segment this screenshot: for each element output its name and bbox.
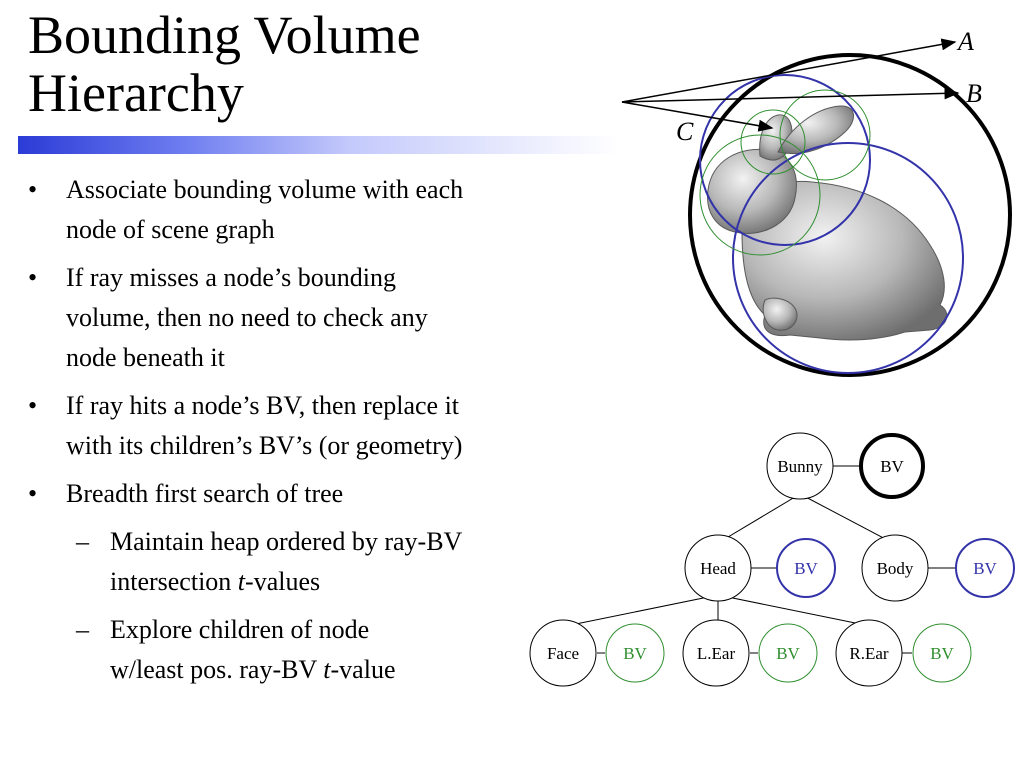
bullet-item: • If ray hits a node’s BV, then replace … <box>28 386 608 466</box>
bullet-glyph: • <box>28 479 38 508</box>
tree-bv-body-label: BV <box>973 559 997 578</box>
tree-bv-left-ear <box>758 623 818 683</box>
bullet-text: -values <box>245 567 321 596</box>
tree-edge <box>565 594 719 627</box>
bullet-line: Explore children of node <box>110 615 370 644</box>
tree-node-bunny <box>766 432 834 500</box>
tree-edge <box>717 594 871 627</box>
bullet-list: • Associate bounding volume with each no… <box>28 170 608 698</box>
bullet-line: Breadth first search of tree <box>66 479 344 508</box>
tree-node-right-ear <box>835 619 903 687</box>
right-ear-bounding-sphere <box>779 89 871 181</box>
bunny-body-shape <box>741 180 948 341</box>
tree-node-head <box>684 534 752 602</box>
tree-bv-head-label: BV <box>794 559 818 578</box>
tree-bv-root-label: BV <box>880 457 904 476</box>
tree-bv-face-label: BV <box>623 644 647 663</box>
tree-node-right-ear-label: R.Ear <box>849 644 889 663</box>
bullet-line: w/least pos. ray-BV t-value <box>110 650 608 690</box>
slide-title-line2: Hierarchy <box>28 63 244 123</box>
tree-bv-root <box>859 433 925 499</box>
tree-bv-right-ear <box>912 623 972 683</box>
bullet-line: If ray hits a node’s BV, then replace it <box>66 391 460 420</box>
body-bounding-sphere <box>732 142 964 374</box>
bvh-tree: Bunny BV Head BV Body BV Face BV L.Ear B… <box>529 432 1015 687</box>
tree-node-head-label: Head <box>700 559 736 578</box>
bullet-text: w/least pos. ray-BV <box>110 655 324 684</box>
tree-edge <box>717 493 801 544</box>
ray-label-a: A <box>956 27 974 56</box>
bullet-line: Maintain heap ordered by ray-BV <box>110 527 463 556</box>
tree-bv-head <box>776 538 836 598</box>
left-ear-bounding-sphere <box>740 109 806 175</box>
face-bounding-sphere <box>699 134 821 256</box>
ray-label-c: C <box>676 117 694 146</box>
bullet-line: Associate bounding volume with each <box>66 175 464 204</box>
tree-bv-left-ear-label: BV <box>776 644 800 663</box>
tree-bv-face <box>605 623 665 683</box>
bullet-line: volume, then no need to check any <box>66 303 428 332</box>
bullet-glyph: • <box>28 391 38 420</box>
sub-bullet-item: – Maintain heap ordered by ray-BV inters… <box>28 522 608 602</box>
ray-label-b: B <box>966 79 982 108</box>
slide-title-line1: Bounding Volume <box>28 5 421 65</box>
tree-node-body <box>861 534 929 602</box>
bullet-line: If ray misses a node’s bounding <box>66 263 397 292</box>
ray-c <box>621 101 774 132</box>
ray-a <box>621 38 957 103</box>
bunny-image <box>707 105 948 341</box>
tree-node-face <box>529 619 597 687</box>
bullet-text: -value <box>330 655 396 684</box>
t-variable: t <box>237 567 246 596</box>
tree-node-body-label: Body <box>877 559 914 578</box>
tree-bv-right-ear-label: BV <box>930 644 954 663</box>
bullet-item: • If ray misses a node’s bounding volume… <box>28 258 608 378</box>
ray-b <box>621 87 960 103</box>
slide-title: Bounding Volume Hierarchy <box>28 6 588 122</box>
dash-glyph: – <box>76 527 89 556</box>
bullet-line: node of scene graph <box>66 215 275 244</box>
bullet-text: intersection <box>110 567 238 596</box>
dash-glyph: – <box>76 615 89 644</box>
bunny-right-ear-shape <box>777 105 854 155</box>
tree-edge <box>799 493 894 544</box>
bullet-line: with its children’s BV’s (or geometry) <box>66 431 463 460</box>
head-bounding-sphere <box>699 74 871 246</box>
sub-bullet-item: – Explore children of node w/least pos. … <box>28 610 608 690</box>
bunny-front-foot-shape <box>762 297 798 331</box>
root-bounding-sphere <box>688 53 1012 377</box>
bullet-line: intersection t-values <box>110 562 608 602</box>
tree-node-bunny-label: Bunny <box>777 457 823 476</box>
bullet-line: node beneath it <box>66 343 225 372</box>
bullet-glyph: • <box>28 263 38 292</box>
rays: A B C <box>621 27 982 146</box>
tree-node-left-ear <box>682 619 750 687</box>
tree-node-left-ear-label: L.Ear <box>697 644 736 663</box>
t-variable: t <box>323 655 331 684</box>
title-gradient-bar <box>18 136 618 154</box>
tree-bv-body <box>955 538 1015 598</box>
tree-node-face-label: Face <box>547 644 579 663</box>
bullet-glyph: • <box>28 175 38 204</box>
bullet-item: • Breadth first search of tree <box>28 474 608 514</box>
bullet-item: • Associate bounding volume with each no… <box>28 170 608 250</box>
